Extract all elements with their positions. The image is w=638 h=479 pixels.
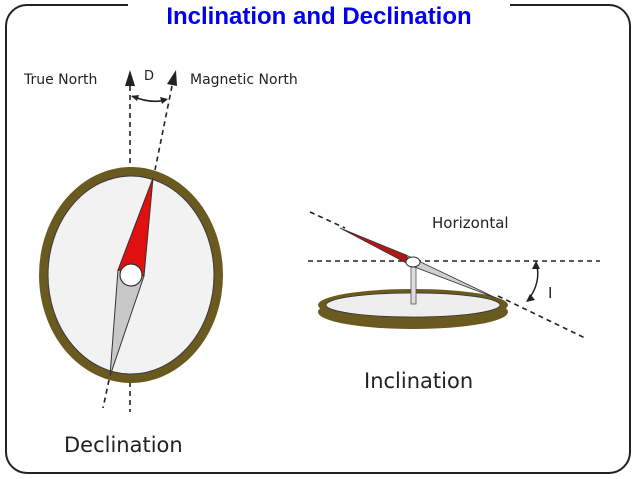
- inclination-pivot: [405, 256, 421, 268]
- declination-arc-arrow-left-icon: [131, 95, 139, 101]
- inclined-line-left: [309, 211, 346, 229]
- inclination-caption: Inclination: [364, 369, 473, 393]
- compass-pivot: [119, 263, 143, 287]
- inclination-diagram: Horizontal I Inclination: [308, 211, 600, 393]
- magnetic-north-line-bottom: [102, 379, 110, 409]
- inclination-arc-arrow-top-icon: [532, 261, 540, 269]
- true-north-arrow-icon: [125, 70, 135, 86]
- inclinometer-post: [410, 265, 417, 305]
- magnetic-north-arrow-icon: [167, 70, 177, 86]
- declination-caption: Declination: [64, 433, 183, 457]
- inclined-line-right: [497, 295, 586, 339]
- slide-title: Inclination and Declination: [166, 3, 472, 30]
- horizontal-label: Horizontal: [432, 214, 509, 232]
- true-north-label: True North: [23, 72, 97, 88]
- declination-diagram: True North Magnetic North D Declination: [23, 69, 298, 457]
- inclination-angle-label: I: [548, 284, 552, 302]
- declination-angle-label: D: [144, 69, 154, 84]
- magnetic-north-label: Magnetic North: [190, 72, 298, 88]
- inclination-arc-arrow-bottom-icon: [526, 294, 535, 302]
- declination-arc-arrow-right-icon: [160, 97, 168, 104]
- title-background: [128, 0, 510, 32]
